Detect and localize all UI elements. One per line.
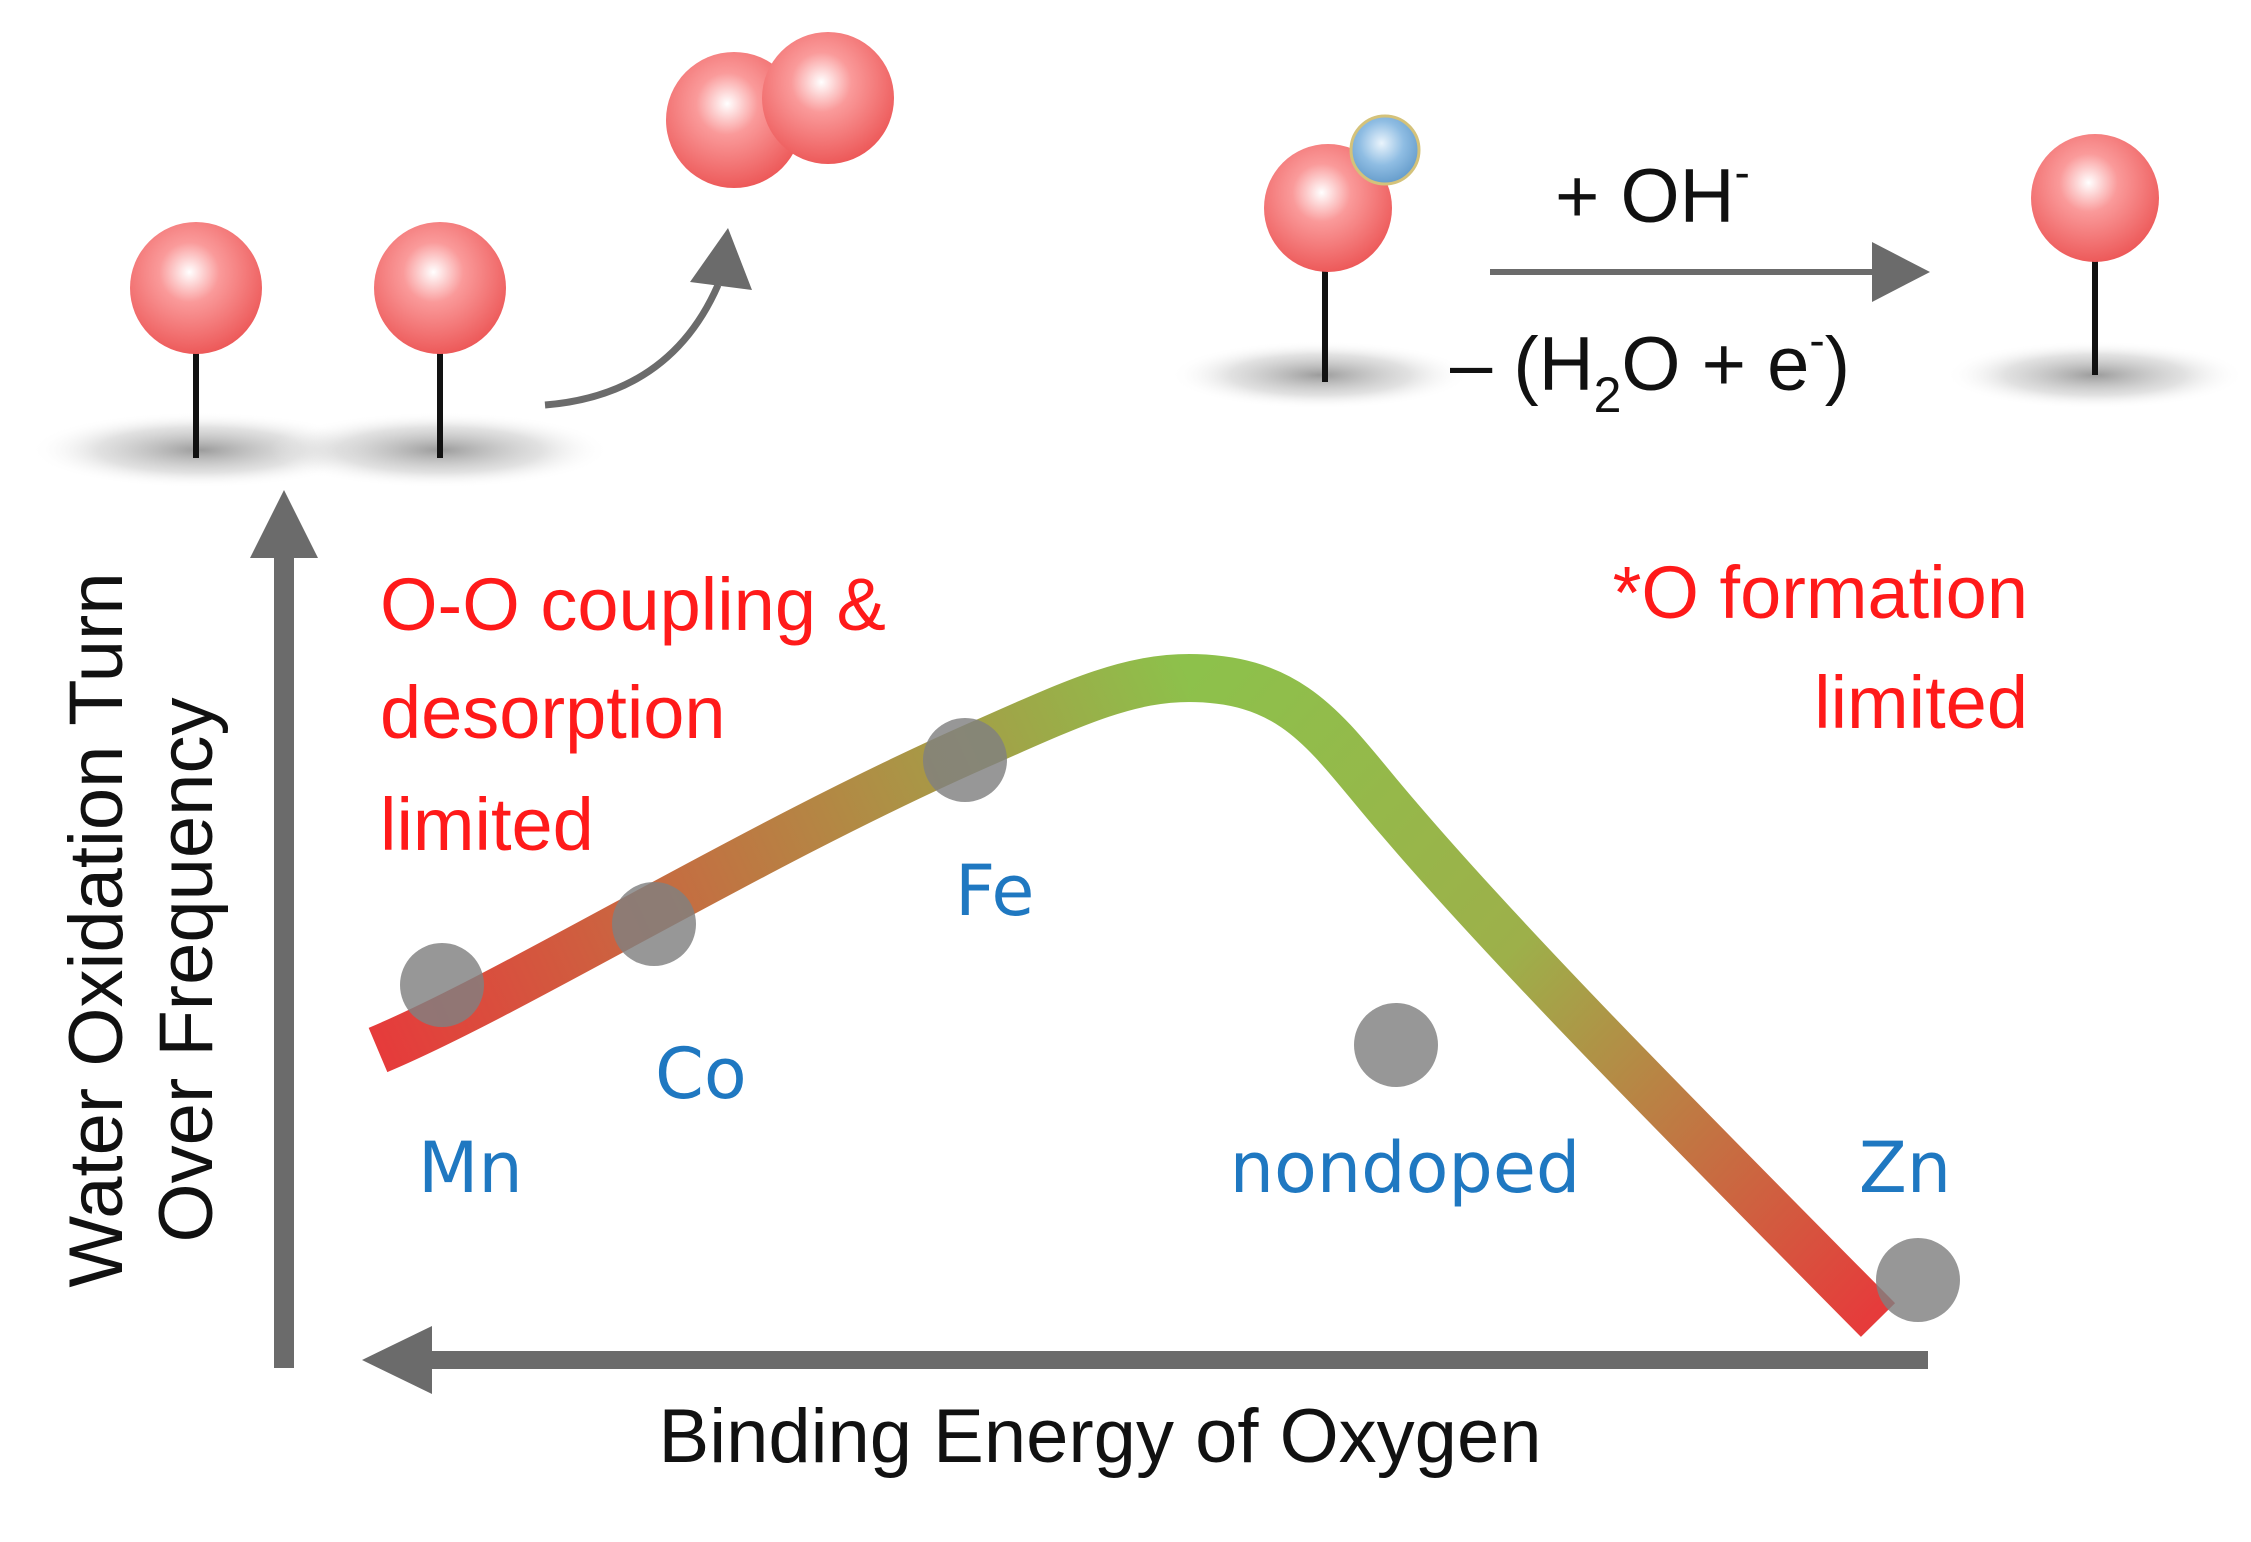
- oxygen-atom: [130, 222, 262, 354]
- label-co: Co: [655, 1033, 747, 1115]
- hydrogen-atom: [1349, 114, 1421, 186]
- y-axis-label-line1: Water Oxidation Turn: [54, 572, 139, 1287]
- volcano-curve: [368, 654, 1896, 1337]
- oxygen-atom: [1264, 144, 1392, 272]
- label-zn: Zn: [1859, 1127, 1951, 1209]
- label-nondoped: nondoped: [1230, 1127, 1581, 1209]
- reaction-arrowhead: [1872, 242, 1930, 302]
- oxygen-atom: [374, 222, 506, 354]
- point-mn: [400, 943, 484, 1027]
- volcano-curve-left: [368, 654, 1191, 1073]
- left-region-label-line2: desorption: [380, 671, 726, 754]
- surface-shadow: [30, 412, 370, 488]
- reaction-bottom-label: – (H2O + e-): [1450, 314, 1850, 423]
- oxygen-atom: [2031, 134, 2159, 262]
- x-axis-label: Binding Energy of Oxygen: [659, 1394, 1542, 1479]
- surface-shadow: [1170, 341, 1470, 409]
- y-axis-label-line2: Over Frequency: [144, 698, 229, 1243]
- axes: Water Oxidation Turn Over Frequency Bind…: [54, 490, 1928, 1479]
- label-mn: Mn: [418, 1127, 523, 1209]
- desorption-arrowhead: [690, 228, 752, 290]
- o2-desorption-illustration: [30, 32, 894, 488]
- y-axis-arrowhead: [250, 490, 318, 558]
- x-axis-arrowhead: [362, 1326, 432, 1394]
- oh-to-o-reaction-illustration: + OH- – (H2O + e-): [1170, 114, 2245, 423]
- left-region-label-line1: O-O coupling &: [380, 563, 886, 646]
- data-points: Mn Co Fe nondoped Zn: [400, 718, 1960, 1322]
- reaction-top-label: + OH-: [1555, 146, 1750, 239]
- right-region-label-line1: *O formation: [1613, 551, 2028, 634]
- point-zn: [1876, 1238, 1960, 1322]
- volcano-curve-right: [1187, 654, 1896, 1337]
- label-fe: Fe: [955, 850, 1035, 932]
- desorption-arrow: [544, 283, 722, 409]
- point-fe: [923, 718, 1007, 802]
- point-co: [612, 882, 696, 966]
- right-region-label-line2: limited: [1814, 661, 2028, 744]
- left-region-label-line3: limited: [380, 783, 594, 866]
- point-nondoped: [1354, 1003, 1438, 1087]
- region-labels: O-O coupling & desorption limited *O for…: [380, 551, 2028, 866]
- oxygen-atom: [762, 32, 894, 164]
